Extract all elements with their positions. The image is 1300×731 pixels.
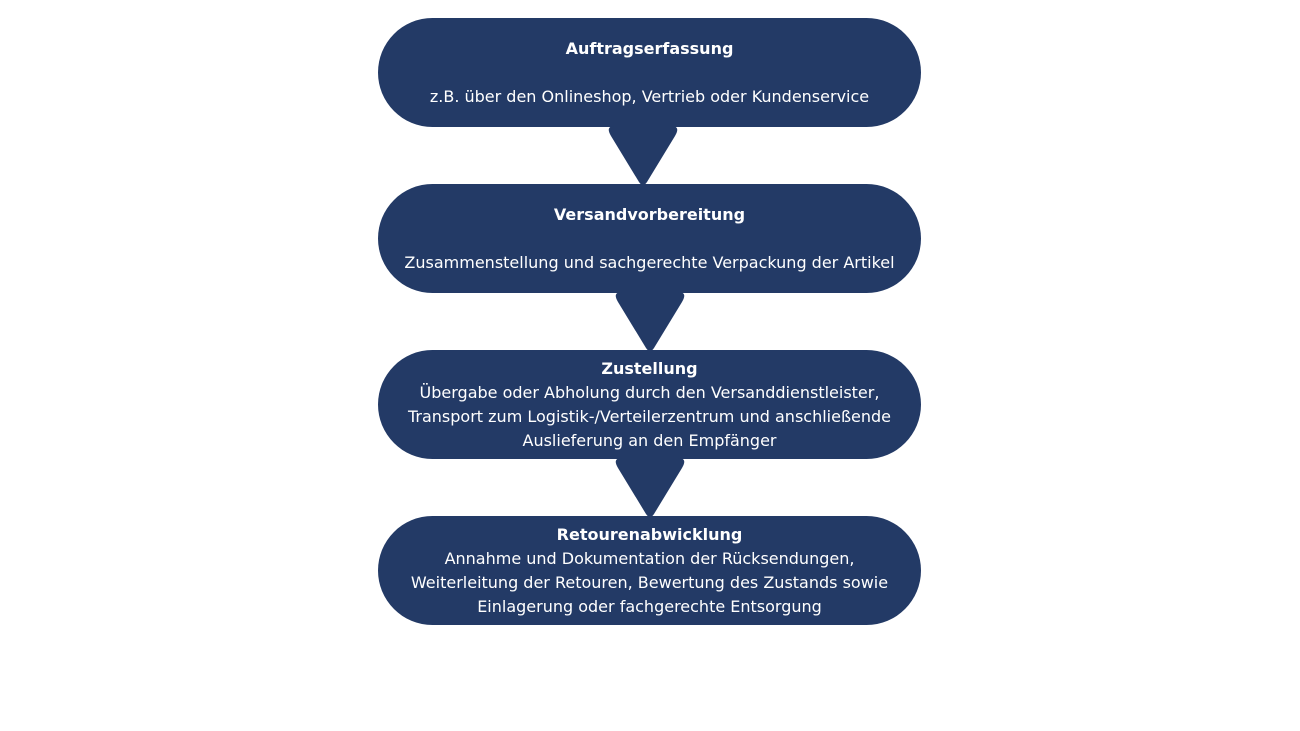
step-description: z.B. über den Onlineshop, Vertrieb oder … — [429, 86, 870, 106]
step-title: Retourenabwicklung — [556, 524, 743, 544]
step-description: Übergabe oder Abholung durch den Versand… — [407, 382, 892, 450]
step-title: Auftragserfassung — [565, 38, 734, 58]
step-retourenabwicklung: Retourenabwicklung Annahme und Dokumenta… — [378, 516, 921, 625]
step-description: Zusammenstellung und sachgerechte Verpac… — [404, 252, 895, 272]
step-versandvorbereitung: Versandvorbereitung Zusammenstellung und… — [378, 184, 921, 293]
arrow-down-icon — [615, 292, 685, 351]
step-title: Versandvorbereitung — [553, 204, 746, 224]
arrow-down-icon — [615, 458, 685, 517]
step-title: Zustellung — [601, 358, 698, 378]
arrow-down-icon — [608, 126, 678, 185]
step-description: Annahme und Dokumentation der Rücksendun… — [410, 548, 889, 616]
step-auftragserfassung: Auftragserfassung z.B. über den Onlinesh… — [378, 18, 921, 127]
step-zustellung: Zustellung Übergabe oder Abholung durch … — [378, 350, 921, 459]
